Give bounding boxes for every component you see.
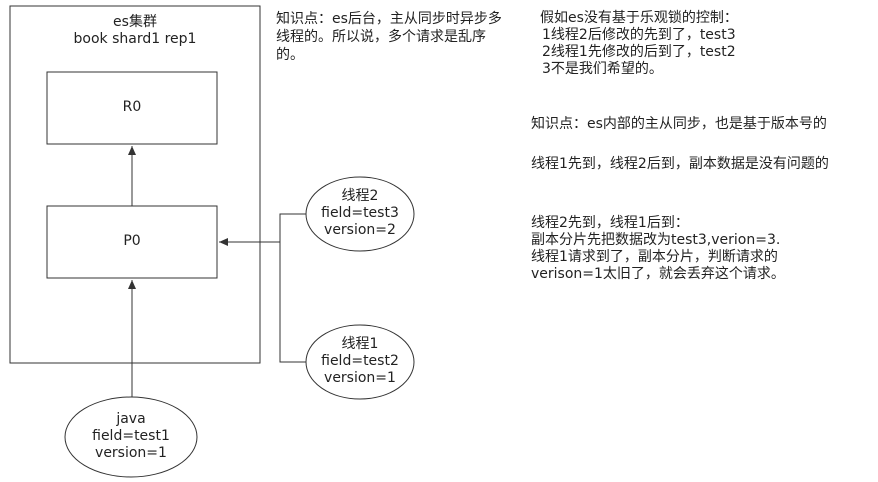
hypothesis-item-1: 1线程2后修改的先到了，test3 <box>542 27 736 43</box>
case2-line-3: 线程1请求到了，副本分片，判断请求的 <box>531 249 778 265</box>
hypothesis-item-2: 2线程1先修改的后到了，test2 <box>542 44 736 60</box>
hypothesis-title: 假如es没有基于乐观锁的控制： <box>540 10 738 26</box>
thread2-connector <box>279 213 306 242</box>
case2-line-1: 线程2先到，线程1后到： <box>531 215 689 231</box>
hypothesis-item-3: 3不是我们希望的。 <box>542 61 663 77</box>
cluster-title: es集群 <box>113 14 157 30</box>
thread1-version: version=1 <box>324 370 396 386</box>
cluster-box <box>9 5 261 364</box>
case2-line-2: 副本分片先把数据改为test3,verion=3. <box>531 232 781 248</box>
java-name: java <box>116 411 146 427</box>
cluster-label: es集群 book shard1 rep1 <box>10 14 260 48</box>
thread1-name: 线程1 <box>341 336 379 352</box>
java-version: version=1 <box>95 445 167 461</box>
java-node: java field=test1 version=1 <box>65 411 197 462</box>
case-thread2-first: 线程2先到，线程1后到： 副本分片先把数据改为test3,verion=3. 线… <box>531 215 871 283</box>
thread2-name: 线程2 <box>341 188 379 204</box>
java-field: field=test1 <box>92 428 170 444</box>
thread1-node: 线程1 field=test2 version=1 <box>306 336 414 387</box>
cluster-subtitle: book shard1 rep1 <box>73 31 197 47</box>
case-thread1-first: 线程1先到，线程2后到，副本数据是没有问题的 <box>531 156 829 172</box>
thread2-node: 线程2 field=test3 version=2 <box>306 188 414 239</box>
thread1-field: field=test2 <box>321 353 399 369</box>
java-ellipse <box>64 396 198 478</box>
knowledge-note-version: 知识点：es内部的主从同步，也是基于版本号的 <box>531 116 827 132</box>
replica-box <box>46 71 218 145</box>
primary-label: P0 <box>123 233 141 249</box>
thread1-connector <box>279 242 306 363</box>
replica-label: R0 <box>122 99 142 115</box>
knowledge-note-async: 知识点：es后台，主从同步时异步多线程的。所以说，多个请求是乱序的。 <box>276 11 502 63</box>
thread2-version: version=2 <box>324 222 396 238</box>
case2-line-4: verison=1太旧了，就会丢弃这个请求。 <box>531 266 785 282</box>
hypothesis-note: 假如es没有基于乐观锁的控制： 1线程2后修改的先到了，test3 2线程1先修… <box>540 10 870 78</box>
thread2-field: field=test3 <box>321 205 399 221</box>
thread1-ellipse <box>305 324 415 400</box>
thread2-ellipse <box>305 176 415 252</box>
